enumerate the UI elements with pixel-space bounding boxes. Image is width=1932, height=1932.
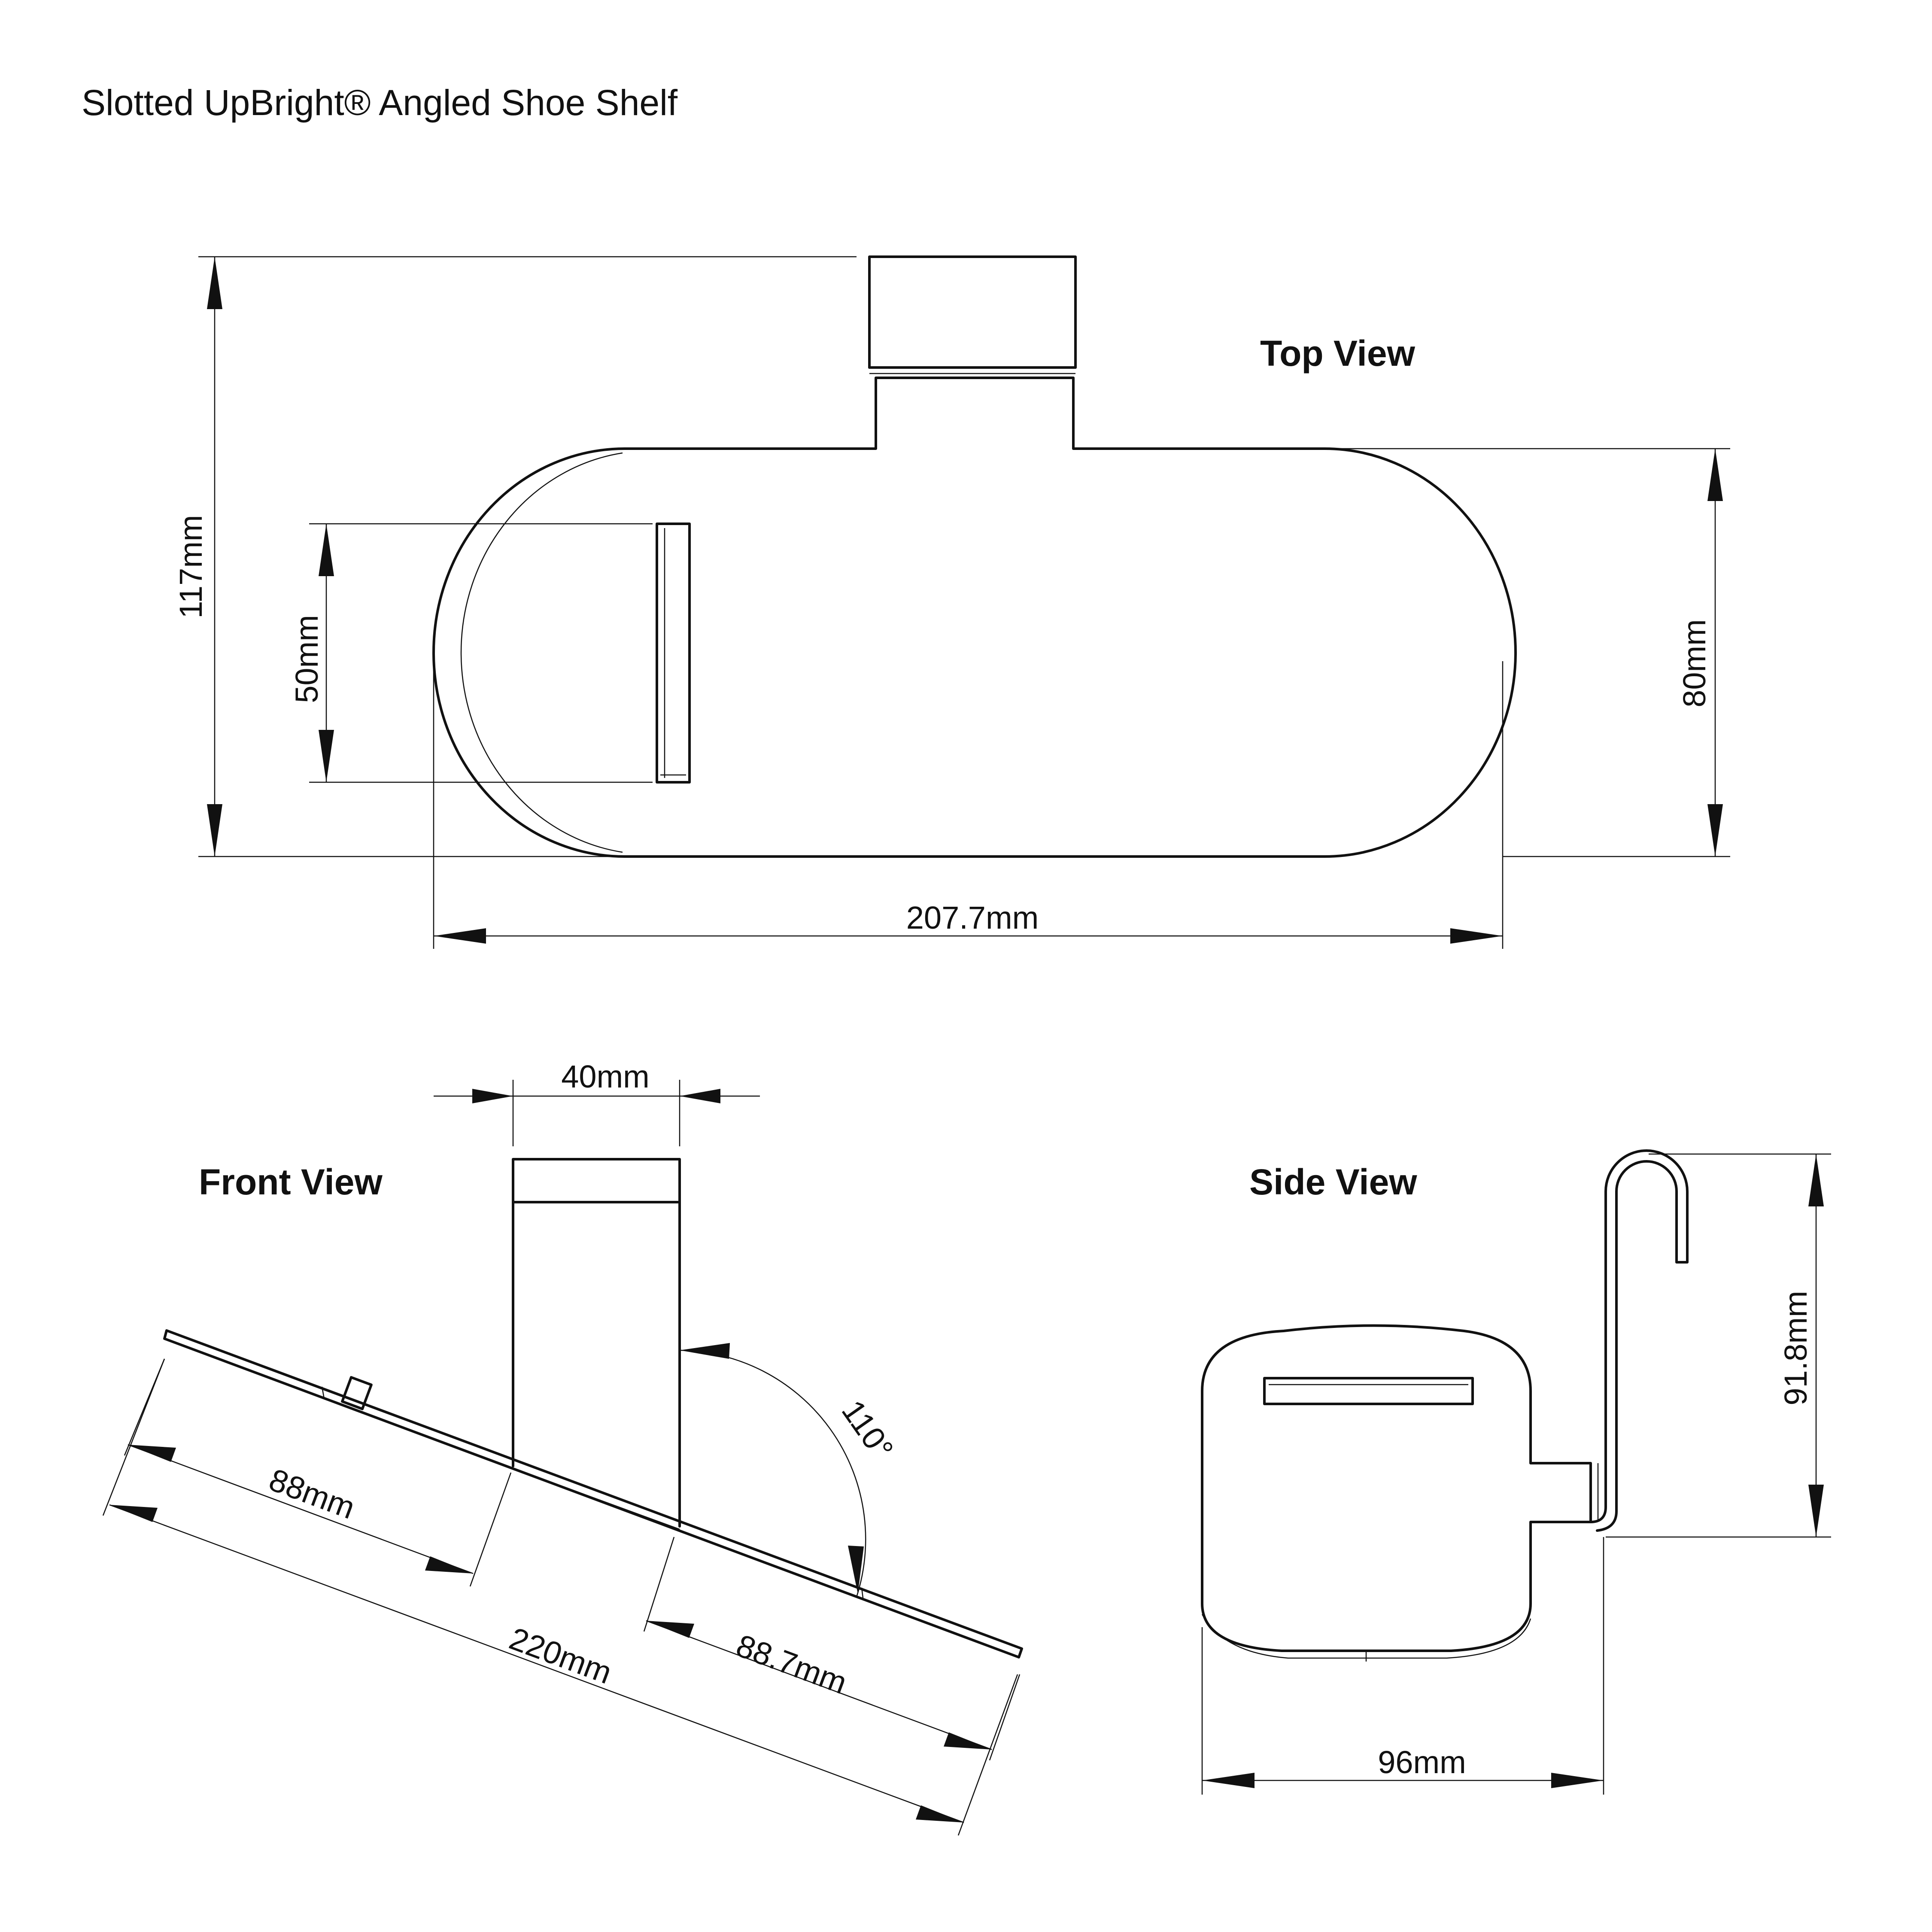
front-view-bracket-base	[513, 1467, 680, 1530]
front-view: Front View 40mm 110° 88mm	[102, 1059, 1023, 1836]
dim-887-label: 88.7mm	[732, 1628, 851, 1701]
dim-220-ext-left	[102, 1358, 165, 1516]
dim-220-line	[109, 1504, 964, 1823]
side-view-shelf-body	[1201, 1324, 1592, 1652]
dim-110-arc	[679, 1349, 866, 1598]
dim-110-label: 110°	[835, 1394, 901, 1466]
front-view-plate-mark-right	[861, 1587, 864, 1598]
top-view-slot	[656, 522, 691, 784]
side-view-slot	[1263, 1377, 1474, 1405]
dim-88-arrow-right	[425, 1556, 473, 1574]
dim-117-label: 117mm	[173, 515, 209, 618]
dim-110-arrow-bottom	[848, 1546, 864, 1594]
dim-88-label: 88mm	[264, 1461, 360, 1525]
front-view-plate-mark-left	[321, 1386, 325, 1399]
dim-887-ext-right	[989, 1674, 1021, 1761]
drawing-title: Slotted UpBright® Angled Shoe Shelf	[82, 82, 678, 123]
side-view: Side View 91.8mm 96mm	[1201, 1149, 1831, 1795]
dim-918-arrow-bottom	[1808, 1485, 1824, 1537]
dim-80-label: 80mm	[1677, 619, 1712, 708]
dim-887-arrow-right	[944, 1732, 992, 1750]
top-view-bracket-head	[868, 255, 1077, 369]
side-view-bottom-edge	[1201, 1614, 1531, 1659]
dim-88-ext-right	[469, 1472, 512, 1587]
dim-40-arrow-right	[680, 1089, 720, 1103]
dim-40-arrow-left	[472, 1089, 513, 1103]
dim-50-label: 50mm	[289, 615, 325, 703]
dim-918-label: 91.8mm	[1778, 1291, 1814, 1405]
dim-207-arrow-right	[1450, 928, 1503, 944]
front-view-shelf-plate	[163, 1329, 1023, 1659]
dim-117-arrow-bottom	[207, 804, 222, 857]
dim-220-label: 220mm	[505, 1620, 617, 1691]
dim-50-arrow-bottom	[319, 730, 334, 782]
dim-887-line	[646, 1620, 992, 1750]
dim-220-arrow-right	[916, 1805, 964, 1823]
top-view-outline-inner-edge	[460, 452, 623, 853]
top-view: Top View 117mm 50mm 80mm	[173, 255, 1730, 949]
dim-117-arrow-top	[207, 257, 222, 309]
dim-918-arrow-top	[1808, 1154, 1824, 1206]
dim-110-arrow-top	[680, 1343, 730, 1359]
dim-887-arrow-left	[646, 1621, 694, 1638]
dim-96-arrow-left	[1202, 1773, 1255, 1788]
dim-40-label: 40mm	[561, 1059, 650, 1094]
dim-88-arrow-left	[128, 1445, 176, 1462]
dim-220-ext-right	[957, 1674, 1018, 1836]
dim-96-label: 96mm	[1378, 1744, 1466, 1780]
dim-887-ext-left	[643, 1537, 675, 1632]
top-view-label: Top View	[1260, 333, 1416, 374]
dim-96-arrow-right	[1551, 1773, 1604, 1788]
dim-207-label: 207.7mm	[906, 900, 1039, 936]
dim-88-line	[128, 1444, 474, 1574]
side-view-label: Side View	[1249, 1162, 1417, 1202]
dim-207-arrow-left	[434, 928, 486, 944]
top-view-shelf-outline	[432, 377, 1517, 858]
front-view-bracket	[512, 1158, 681, 1528]
dim-50-arrow-top	[319, 524, 334, 576]
side-view-hook	[1589, 1149, 1689, 1532]
front-view-plate-tab	[341, 1376, 373, 1410]
dim-80-arrow-bottom	[1707, 804, 1723, 857]
front-view-label: Front View	[199, 1162, 383, 1202]
dim-220-arrow-left	[109, 1505, 158, 1522]
dim-80-arrow-top	[1707, 449, 1723, 501]
